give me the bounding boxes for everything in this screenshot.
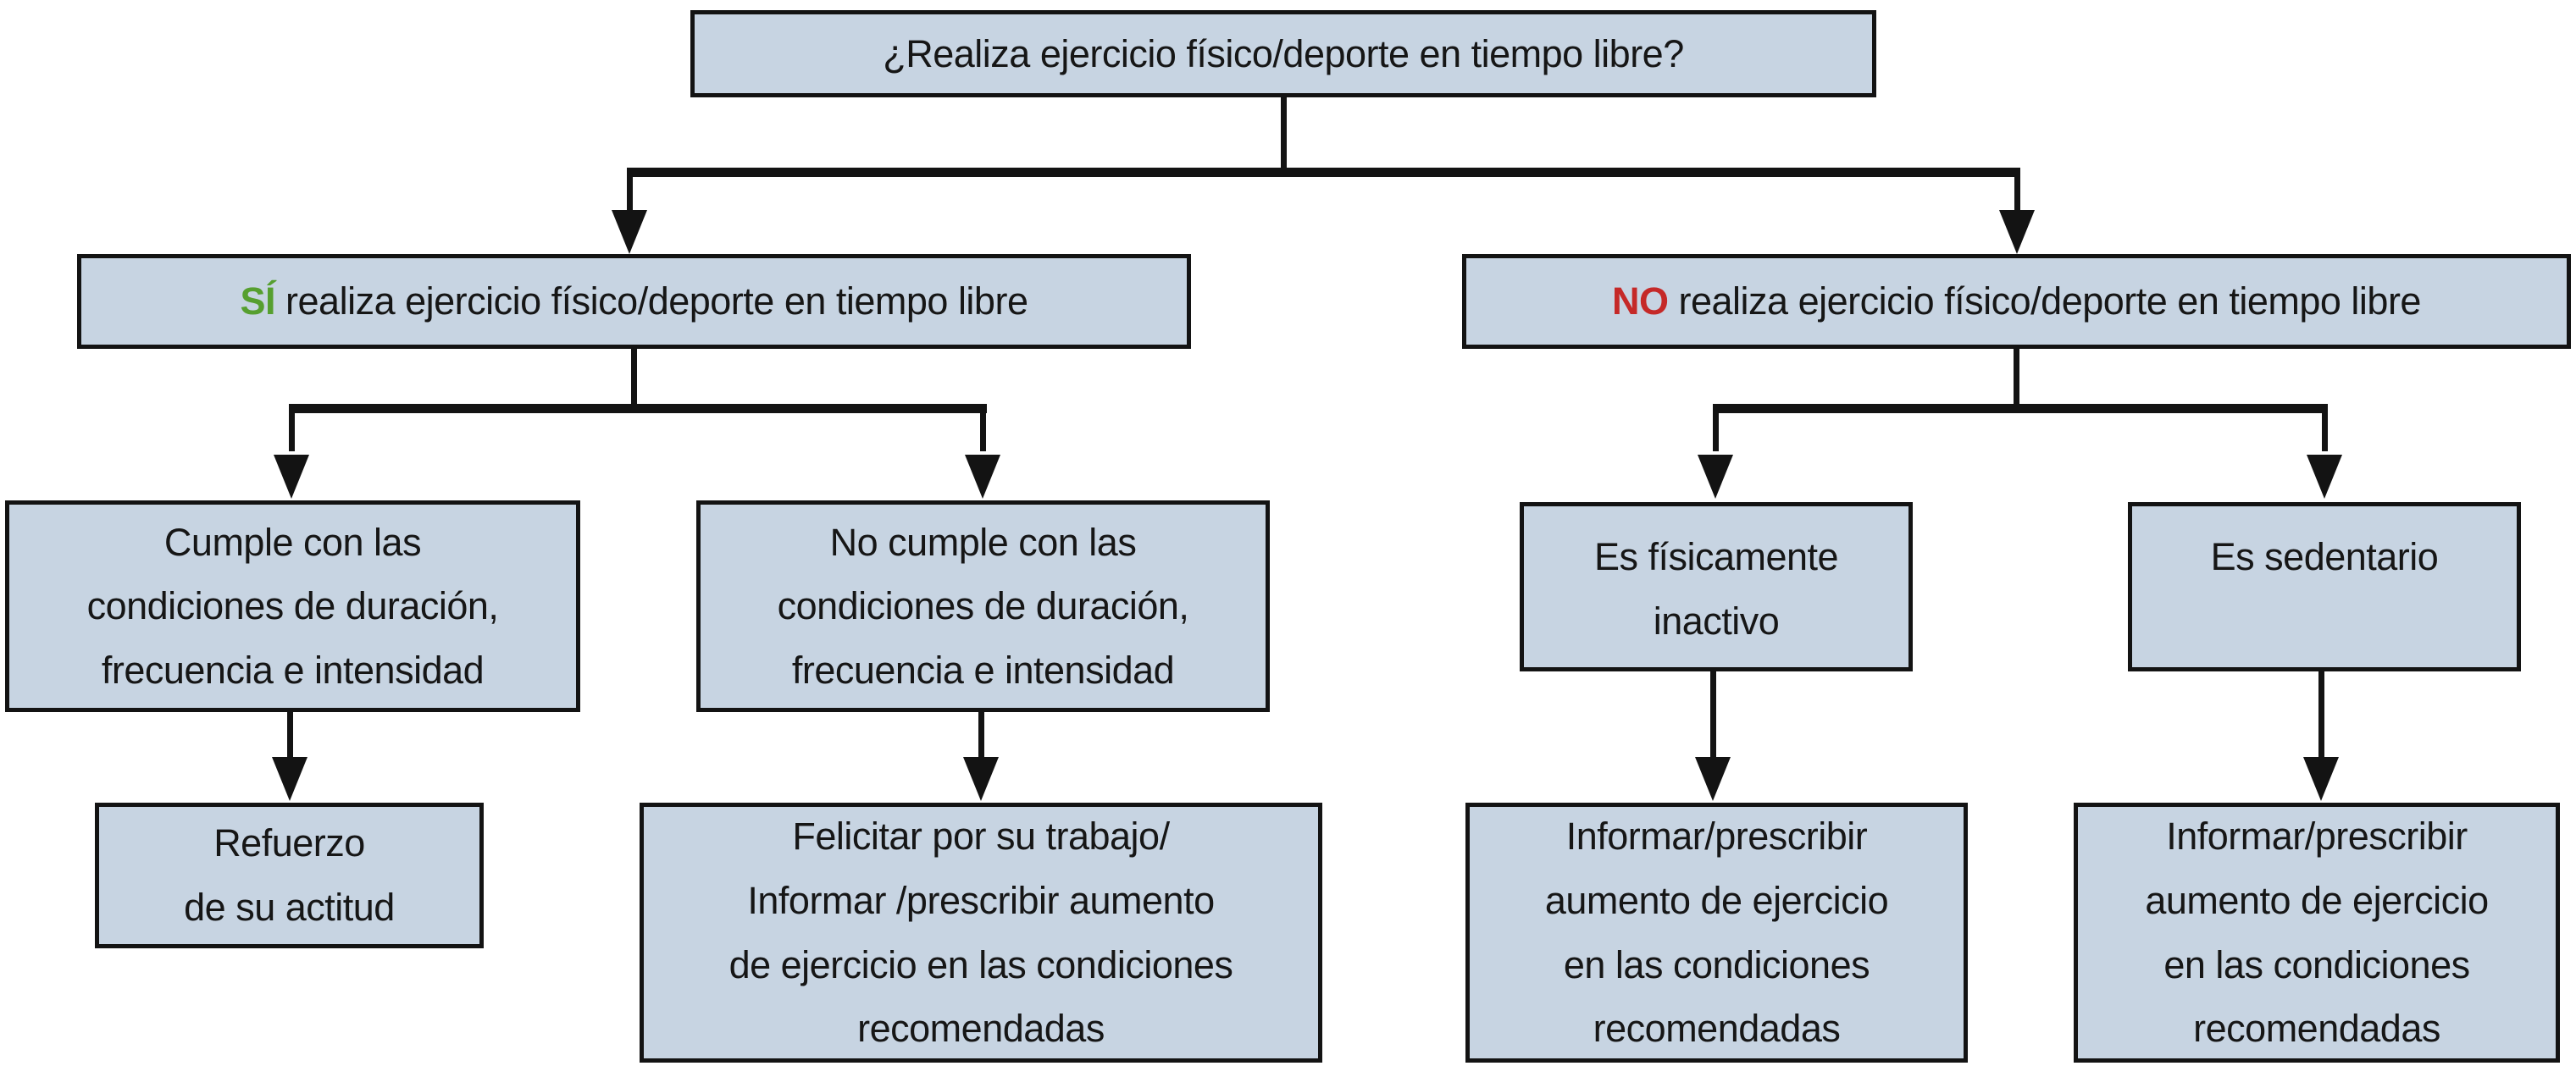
edge-inactivo-to-informar [1710, 671, 1716, 759]
edge-cumple-to-refuerzo [287, 712, 293, 759]
edge-root-to-yes [627, 168, 633, 214]
no-accent-text: NO [1612, 279, 1669, 323]
node-fisicamente-inactivo: Es físicamente inactivo [1520, 502, 1913, 671]
node-informar-inactivo: Informar/prescribir aumento de ejercicio… [1465, 803, 1968, 1063]
edge-root-stem [1281, 97, 1287, 172]
node-cumple-condiciones: Cumple con las condiciones de duración, … [5, 500, 580, 712]
node-refuerzo-label: Refuerzo de su actitud [184, 821, 395, 929]
node-no-cumple-label: No cumple con las condiciones de duració… [777, 520, 1189, 692]
edge-root-branch-bar [627, 168, 2020, 177]
arrowhead-down-icon [1999, 210, 2035, 254]
node-informar-inactivo-label: Informar/prescribir aumento de ejercicio… [1544, 815, 1889, 1051]
arrowhead-down-icon [274, 455, 309, 499]
edge-no-to-sedentario [2322, 404, 2328, 451]
node-yes-label: SÍ realiza ejercicio físico/deporte en t… [241, 269, 1028, 334]
node-informar-sedentario-label: Informar/prescribir aumento de ejercicio… [2145, 815, 2489, 1051]
node-no-branch: NO realiza ejercicio físico/deporte en t… [1462, 254, 2571, 349]
edge-sedentario-to-informar [2318, 671, 2324, 759]
yes-accent-text: SÍ [240, 279, 276, 323]
edge-yes-to-no-cumple [980, 404, 986, 451]
node-no-label: NO realiza ejercicio físico/deporte en t… [1612, 269, 2421, 334]
node-root-question: ¿Realiza ejercicio físico/deporte en tie… [690, 10, 1876, 97]
node-refuerzo-actitud: Refuerzo de su actitud [95, 803, 484, 948]
edge-no-cumple-to-felicitar [978, 712, 984, 759]
node-felicitar-label: Felicitar por su trabajo/ Informar /pres… [728, 815, 1233, 1051]
edge-yes-to-cumple [289, 404, 295, 451]
edge-no-stem [2014, 349, 2019, 413]
no-rest-text: realiza ejercicio físico/deporte en tiem… [1668, 279, 2422, 323]
arrowhead-down-icon [2307, 455, 2342, 499]
node-yes-branch: SÍ realiza ejercicio físico/deporte en t… [77, 254, 1191, 349]
arrowhead-down-icon [1695, 757, 1731, 801]
node-inactivo-label: Es físicamente inactivo [1593, 535, 1839, 643]
edge-yes-stem [631, 349, 637, 413]
edge-root-to-no [2014, 168, 2020, 214]
arrowhead-down-icon [965, 455, 1000, 499]
edge-yes-branch-bar [289, 404, 987, 413]
node-no-cumple-condiciones: No cumple con las condiciones de duració… [696, 500, 1270, 712]
arrowhead-down-icon [272, 757, 307, 801]
node-cumple-label: Cumple con las condiciones de duración, … [86, 520, 499, 692]
arrowhead-down-icon [963, 757, 999, 801]
node-root-label: ¿Realiza ejercicio físico/deporte en tie… [883, 31, 1684, 75]
node-sedentario-label: Es sedentario [2210, 535, 2439, 578]
arrowhead-down-icon [1698, 455, 1733, 499]
edge-no-branch-bar [1713, 404, 2328, 413]
yes-rest-text: realiza ejercicio físico/deporte en tiem… [275, 279, 1028, 323]
arrowhead-down-icon [612, 210, 647, 254]
node-sedentario: Es sedentario [2128, 502, 2521, 671]
edge-no-to-inactivo [1713, 404, 1719, 451]
node-felicitar-informar: Felicitar por su trabajo/ Informar /pres… [640, 803, 1322, 1063]
node-informar-sedentario: Informar/prescribir aumento de ejercicio… [2074, 803, 2560, 1063]
arrowhead-down-icon [2303, 757, 2339, 801]
